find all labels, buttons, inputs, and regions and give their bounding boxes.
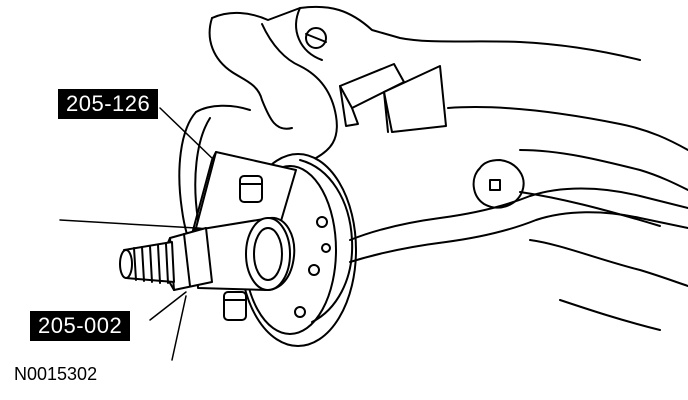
upper-bolt-head — [306, 28, 326, 48]
lug-hole — [317, 217, 327, 227]
support-line — [172, 296, 186, 360]
lug-hole — [322, 244, 330, 252]
hex-nut — [170, 228, 212, 290]
brake-pads — [340, 64, 446, 132]
threaded-shaft — [120, 242, 174, 283]
square-bolt-socket — [490, 180, 500, 190]
lower-bolt — [224, 292, 246, 320]
leader-line-205-126 — [160, 108, 214, 160]
callout-205-002: 205-002 — [30, 311, 131, 341]
lug-hole — [309, 265, 319, 275]
callout-205-126: 205-126 — [58, 89, 159, 119]
knuckle-upper-housing — [210, 7, 640, 158]
figure-id: N0015302 — [14, 364, 98, 384]
tool-205-002-adapter — [164, 218, 294, 290]
tool-205-126-plate — [192, 152, 296, 238]
lower-control-arm — [350, 160, 688, 330]
knuckle-arm — [448, 107, 688, 190]
leader-lines — [60, 108, 214, 360]
reference-line — [60, 220, 196, 228]
lug-hole — [295, 307, 305, 317]
plate-bolt — [240, 176, 262, 202]
leader-line-205-002 — [150, 292, 186, 320]
